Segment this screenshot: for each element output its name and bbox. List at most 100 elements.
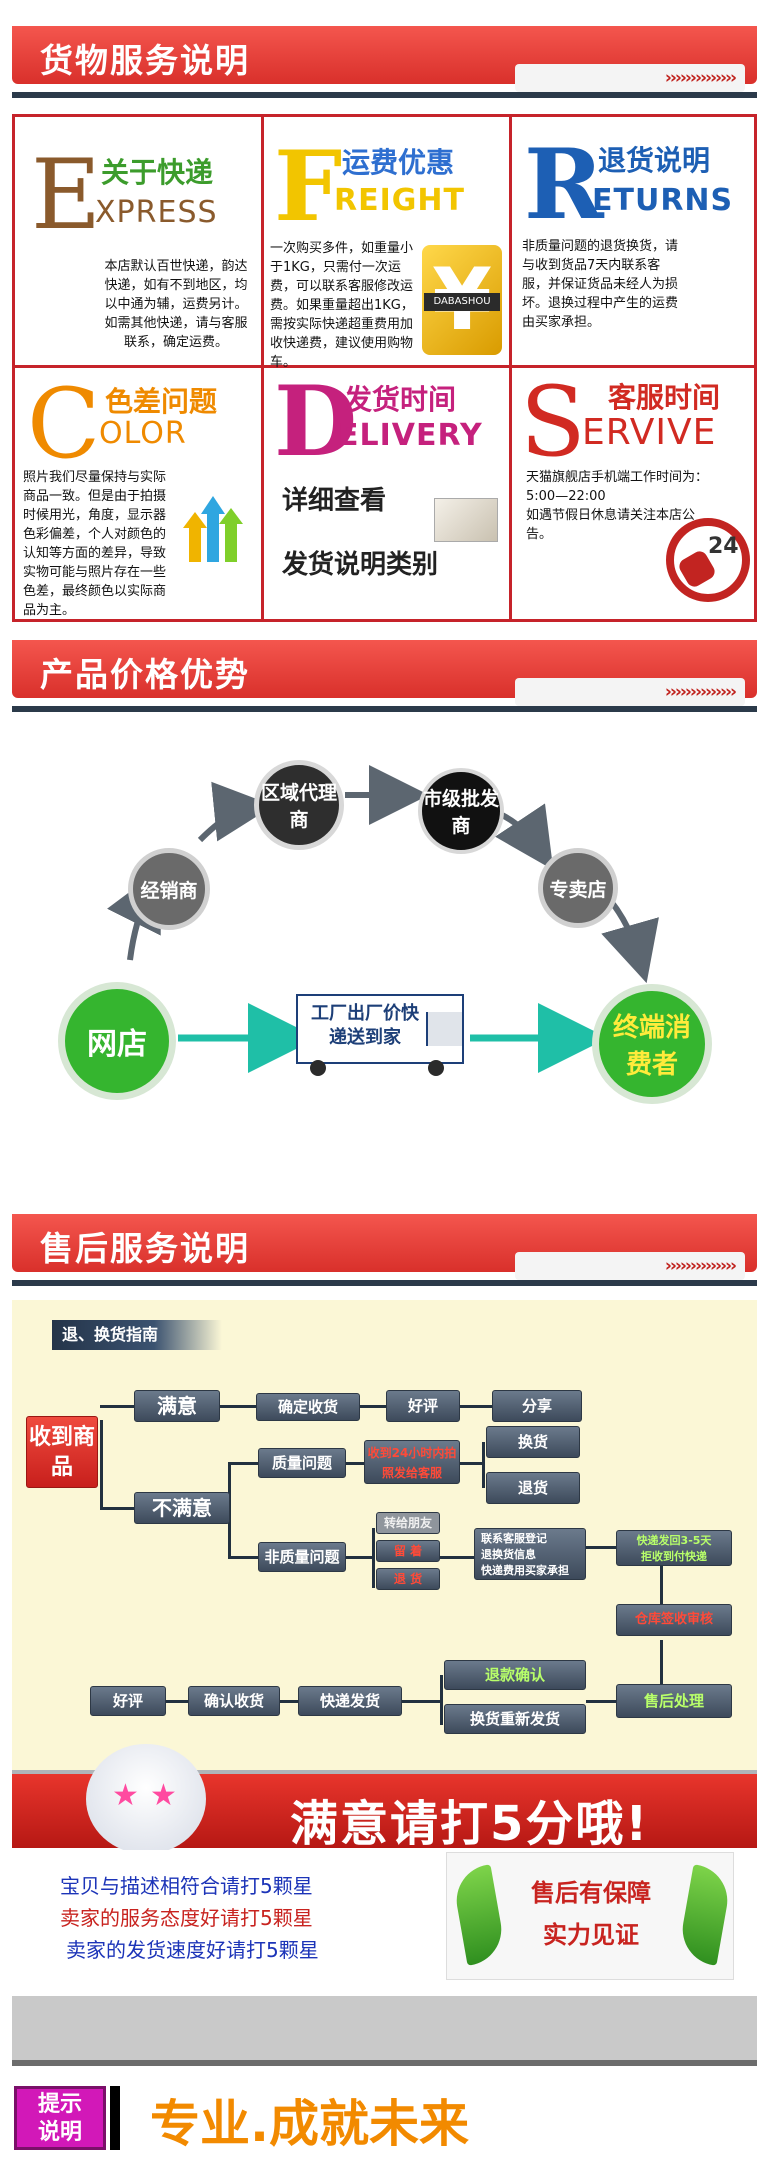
ship-back-box: 快递发回3-5天 拒收到付快递	[616, 1530, 732, 1566]
connector	[586, 1546, 616, 1549]
delivery-en: ELIVERY	[338, 418, 483, 453]
connector	[228, 1462, 258, 1465]
delivery-title: 发货时间	[344, 383, 457, 416]
color-en: OLOR	[99, 416, 187, 451]
freight-desc: 一次购买多件，如重量小于1KG，只需付一次运费，可以联系客服修改运费。如果重量超…	[270, 241, 414, 370]
cell-express: E 关于快递 XPRESS 本店默认百世快递，韵达快递，如有不到地区，均以中通为…	[15, 117, 263, 368]
star-eye-icon: ★	[150, 1778, 177, 1813]
freight-en: REIGHT	[334, 183, 465, 218]
chevron-decoration: ››››››››››››››	[515, 1252, 745, 1280]
quality-issue-box: 质量问题	[258, 1448, 346, 1478]
good-review-box: 好评	[386, 1390, 460, 1422]
connector	[360, 1405, 386, 1408]
header-underline	[12, 706, 757, 712]
yen-icon: ¥ DABASHOU	[422, 245, 502, 355]
cell-delivery: D 发货时间 ELIVERY 详细查看 发货说明类别	[264, 368, 512, 619]
truck-wheel	[310, 1060, 326, 1076]
express-desc: 本店默认百世快递，韵达快递，如有不到地区，均以中通为辅，运费另计。如需其他快递，…	[104, 259, 248, 350]
express-ship-box: 快递发货	[298, 1686, 402, 1716]
connector	[100, 1507, 134, 1510]
returns-letter: R	[524, 128, 604, 241]
guarantee-box: 售后有保障 实力见证	[446, 1852, 734, 1980]
divider	[261, 117, 264, 619]
cell-returns: R 退货说明 ETURNS 非质量问题的退货换货，请与收到货品7天内联系客服，并…	[512, 117, 760, 368]
truck-box: 工厂出厂价快递送到家	[296, 994, 464, 1064]
delivery-letter: D	[274, 365, 358, 478]
cell-color: C 色差问题 OLOR 照片我们尽量保持与实际商品一致。但是由于拍摄时候用光，角…	[15, 368, 263, 619]
connector	[482, 1442, 485, 1488]
connector	[346, 1556, 372, 1559]
divider	[15, 365, 754, 368]
service-letter: S	[520, 366, 586, 478]
service-title: 客服时间	[608, 381, 721, 414]
clock-number: 24	[708, 534, 739, 559]
connector	[460, 1405, 492, 1408]
truck-text: 工厂出厂价快递送到家	[311, 1003, 419, 1048]
express-letter: E	[31, 139, 102, 251]
thumb-icon	[676, 1864, 734, 1966]
cell-freight: F 运费优惠 REIGHT 一次购买多件，如重量小于1KG，只需付一次运费，可以…	[264, 117, 512, 370]
connector	[440, 1556, 474, 1559]
quality-note-box: 收到24小时内拍照发给客服	[364, 1440, 460, 1484]
connector	[440, 1675, 443, 1725]
returns-en: ETURNS	[592, 183, 734, 218]
gift-friend-box: 转给朋友	[376, 1512, 440, 1534]
connector	[402, 1700, 440, 1703]
share-box: 分享	[492, 1390, 582, 1422]
node-store: 专卖店	[538, 848, 618, 928]
divider-bar	[110, 2086, 120, 2150]
yen-badge: DABASHOU	[424, 293, 500, 311]
express-en: XPRESS	[95, 195, 218, 230]
non-quality-issue-box: 非质量问题	[258, 1542, 346, 1572]
connector	[100, 1405, 134, 1408]
footer-slogan: 专业.成就未来	[150, 2095, 469, 2153]
delivery-line2[interactable]: 发货说明类别	[282, 550, 439, 580]
rating-line-2: 卖家的服务态度好请打5颗星	[60, 1906, 313, 1930]
mascot-icon: ★ ★	[86, 1744, 206, 1854]
rating-banner-text: 满意请打5分哦!	[290, 1796, 650, 1852]
truck-cab	[426, 1012, 462, 1046]
header-underline	[12, 1280, 757, 1286]
color-title: 色差问题	[105, 385, 218, 418]
section-title: 货物服务说明	[40, 41, 250, 80]
color-letter: C	[27, 368, 101, 480]
express-title: 关于快递	[101, 156, 214, 189]
returns-title: 退货说明	[598, 144, 711, 177]
section-header-price: 产品价格优势 ››››››››››››››	[12, 626, 757, 718]
connector	[166, 1700, 188, 1703]
satisfied-box: 满意	[134, 1390, 220, 1422]
connector	[228, 1556, 258, 1559]
return-box: 退货	[486, 1472, 580, 1504]
return-again-box: 退 货	[376, 1568, 440, 1590]
chevron-decoration: ››››››››››››››	[515, 64, 745, 92]
tip-badge: 提示说明	[14, 2086, 106, 2150]
rating-banner: ★ ★ 满意请打5分哦!	[12, 1744, 757, 1854]
keep-box: 留 着	[376, 1540, 440, 1562]
node-consumer: 终端消费者	[592, 984, 712, 1104]
connector	[220, 1405, 256, 1408]
guarantee-line-1: 售后有保障	[531, 1879, 651, 1907]
footer: 提示说明 专业.成就未来	[0, 2068, 769, 2173]
thumb-icon	[450, 1864, 508, 1966]
section-title: 售后服务说明	[40, 1229, 250, 1268]
cell-service: S 客服时间 ERVIVE 天猫旗舰店手机端工作时间为：5:00—22:00 如…	[512, 368, 760, 619]
received-goods-box: 收到商品	[26, 1416, 98, 1488]
chevron-decoration: ››››››››››››››	[515, 678, 745, 706]
delivery-line1[interactable]: 详细查看	[282, 486, 387, 516]
exchange-box: 换货	[486, 1426, 580, 1458]
reship-box: 换货重新发货	[444, 1704, 586, 1734]
connector	[460, 1462, 482, 1465]
confirm-receipt-box: 确定收货	[256, 1393, 360, 1421]
service-en: ERVIVE	[582, 412, 717, 453]
service-desc: 天猫旗舰店手机端工作时间为：5:00—22:00 如遇节假日休息请关注本店公告。	[526, 470, 709, 542]
color-desc: 照片我们尽量保持与实际商品一致。但是由于拍摄时候用光，角度，显示器色彩偏差，个人…	[23, 470, 167, 618]
connector	[586, 1700, 616, 1703]
clock-icon: 24	[666, 518, 750, 602]
after-sales-handle-box: 售后处理	[616, 1684, 732, 1718]
section-title: 产品价格优势	[40, 655, 250, 694]
connector	[100, 1420, 103, 1510]
node-regional-agent: 区域代理商	[254, 760, 344, 850]
freight-title: 运费优惠	[342, 146, 455, 179]
rating-line-1: 宝贝与描述相符合请打5颗星	[60, 1874, 313, 1898]
connector	[280, 1700, 298, 1703]
